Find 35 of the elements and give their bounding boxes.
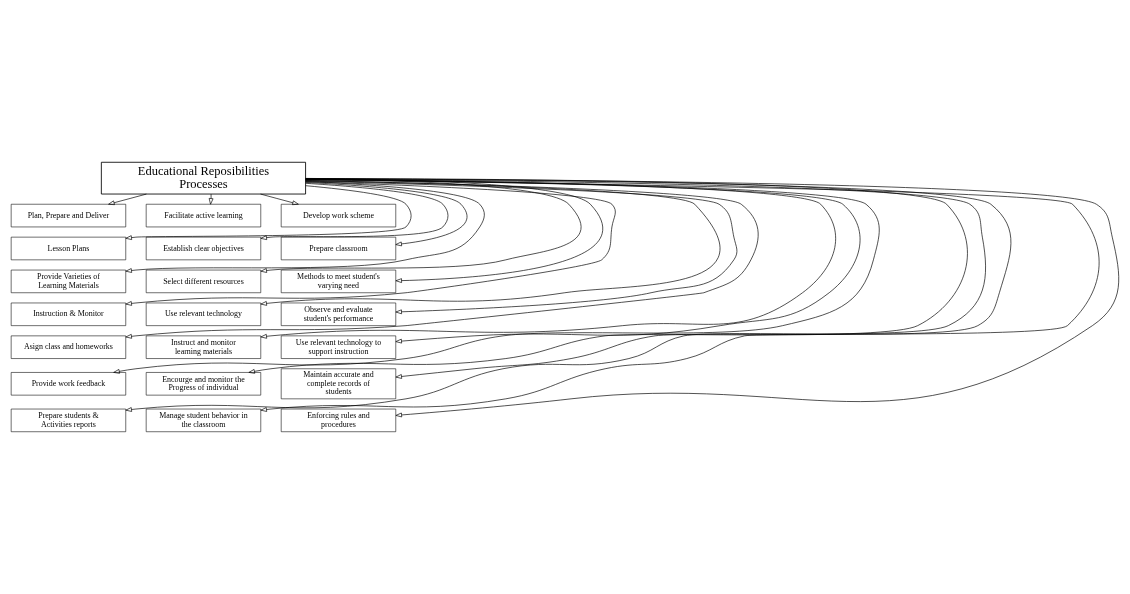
node-box: Observe and evaluate student's performance bbox=[280, 302, 397, 326]
arrow bbox=[113, 179, 880, 374]
node-box: Select different resources bbox=[145, 269, 262, 294]
arrow bbox=[305, 182, 468, 247]
node-box: Provide Varieties of Learning Materials bbox=[10, 269, 127, 294]
node-box: Maintain accurate and complete records of students bbox=[280, 368, 397, 400]
node-box: Use relevant technology bbox=[145, 302, 262, 326]
arrow bbox=[260, 193, 299, 206]
arrow bbox=[260, 183, 449, 240]
node-box: Educational Reposibilities Processes bbox=[100, 161, 306, 195]
node-box: Instruct and monitor learning materials bbox=[145, 335, 262, 359]
node-box: Instruction & Monitor bbox=[10, 302, 127, 326]
arrow bbox=[305, 180, 738, 315]
node-box: Enforcing rules and procedures bbox=[280, 408, 397, 432]
node-box: Prepare classroom bbox=[280, 236, 397, 261]
node-box: Prepare students & Activities reports bbox=[10, 408, 127, 432]
arrow bbox=[260, 180, 720, 306]
arrow bbox=[125, 181, 485, 273]
arrow bbox=[125, 180, 759, 339]
node-box: Develop work scheme bbox=[280, 203, 397, 228]
arrow bbox=[108, 193, 147, 206]
node-box: Methods to meet student's varying need bbox=[280, 269, 397, 294]
node-box: Facilitate active learning bbox=[145, 203, 262, 228]
node-box: Manage student behavior in the classroom bbox=[145, 408, 262, 432]
node-box: Encourge and monitor the Progress of individual bbox=[145, 372, 262, 396]
node-box: Provide work feedback bbox=[10, 372, 127, 396]
node-box: Establish clear objectives bbox=[145, 236, 262, 261]
node-box: Lesson Plans bbox=[10, 236, 127, 261]
arrow bbox=[125, 181, 616, 306]
arrow bbox=[125, 178, 1012, 412]
node-box: Plan, Prepare and Deliver bbox=[10, 203, 127, 228]
arrow bbox=[125, 185, 412, 240]
arrow bbox=[208, 193, 214, 205]
node-box: Asign class and homeworks bbox=[10, 335, 127, 359]
node-box: Use relevant technology to support instruction bbox=[280, 335, 397, 359]
